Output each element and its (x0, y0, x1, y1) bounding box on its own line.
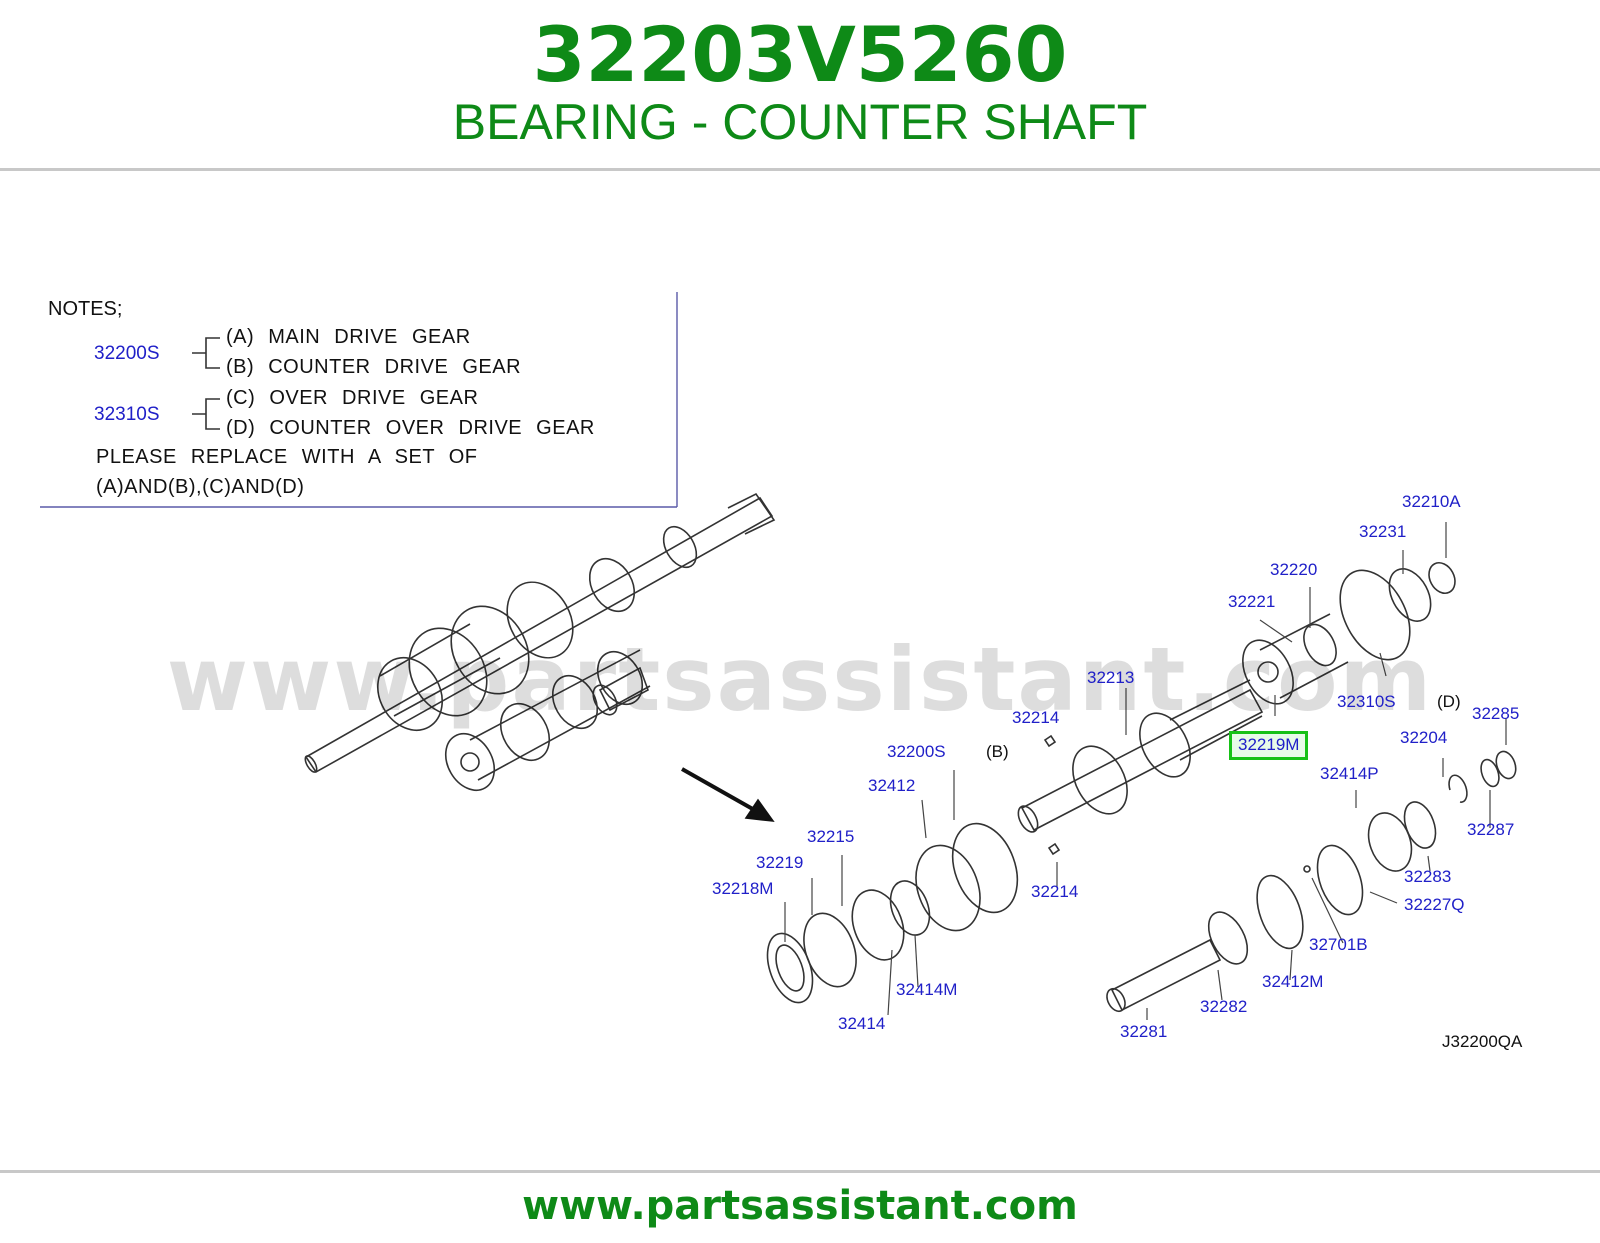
part-name-subtitle: BEARING - COUNTER SHAFT (452, 94, 1148, 150)
notes-line-counter-over-drive-gear: (D) COUNTER OVER DRIVE GEAR (226, 417, 595, 439)
part-label-32414M[interactable]: 32414M (896, 980, 958, 999)
notes-replace-line-2: (A)AND(B),(C)AND(D) (96, 476, 305, 498)
part-label-32281[interactable]: 32281 (1120, 1022, 1168, 1041)
part-label-32412M[interactable]: 32412M (1262, 972, 1324, 991)
part-label-32282[interactable]: 32282 (1200, 997, 1248, 1016)
part-label-32218M[interactable]: 32218M (712, 879, 774, 898)
notes-line-main-drive-gear: (A) MAIN DRIVE GEAR (226, 326, 471, 348)
notes-ref-32310S[interactable]: 32310S (94, 404, 160, 425)
part-label-32283[interactable]: 32283 (1404, 867, 1452, 886)
right-exploded-parts (1106, 750, 1517, 1013)
part-label-32213[interactable]: 32213 (1087, 668, 1135, 687)
footer-site-link[interactable]: www.partsassistant.com (522, 1183, 1078, 1229)
part-label-32287[interactable]: 32287 (1467, 820, 1515, 839)
notes-bracket-1 (192, 337, 220, 369)
page-footer: www.partsassistant.com (0, 1170, 1600, 1243)
part-label-32219M-highlighted[interactable]: 32219M (1229, 731, 1309, 760)
overview-assembly (304, 492, 776, 792)
part-label-32220[interactable]: 32220 (1270, 560, 1318, 579)
notes-ref-32200S[interactable]: 32200S (94, 343, 160, 364)
watermark: www.partsassistant.com (166, 628, 1434, 731)
notes-bracket-2 (192, 398, 220, 430)
part-label-32210A[interactable]: 32210A (1402, 492, 1461, 511)
direction-arrow (681, 767, 775, 822)
marker-B: (B) (986, 742, 1009, 761)
notes-line-counter-drive-gear: (B) COUNTER DRIVE GEAR (226, 356, 522, 378)
diagram-code: J32200QA (1442, 1032, 1523, 1051)
part-label-32231[interactable]: 32231 (1359, 522, 1407, 541)
part-label-32204[interactable]: 32204 (1400, 728, 1448, 747)
part-label-32310S[interactable]: 32310S (1337, 692, 1396, 711)
page-header: 32203V5260 BEARING - COUNTER SHAFT (0, 0, 1600, 171)
marker-D: (D) (1437, 692, 1461, 711)
part-label-32221[interactable]: 32221 (1228, 592, 1276, 611)
part-label-32701B[interactable]: 32701B (1309, 935, 1368, 954)
notes-line-over-drive-gear: (C) OVER DRIVE GEAR (226, 387, 479, 409)
part-label-32214-lower[interactable]: 32214 (1031, 882, 1079, 901)
part-label-32215[interactable]: 32215 (807, 827, 855, 846)
counter-shaft (1017, 561, 1456, 833)
part-label-32412[interactable]: 32412 (868, 776, 916, 795)
part-number-title: 32203V5260 (532, 10, 1068, 99)
part-label-32227Q[interactable]: 32227Q (1404, 895, 1465, 914)
part-label-32200S[interactable]: 32200S (887, 742, 946, 761)
notes-replace-line-1: PLEASE REPLACE WITH A SET OF (96, 446, 478, 468)
part-label-32414[interactable]: 32414 (838, 1014, 886, 1033)
notes-title: NOTES; (48, 298, 123, 320)
part-label-32414P[interactable]: 32414P (1320, 764, 1379, 783)
left-exploded-parts (766, 734, 1061, 1004)
part-label-32285[interactable]: 32285 (1472, 704, 1520, 723)
leader-lines (784, 522, 1507, 1020)
part-label-32219[interactable]: 32219 (756, 853, 804, 872)
part-label-32214-upper[interactable]: 32214 (1012, 708, 1060, 727)
